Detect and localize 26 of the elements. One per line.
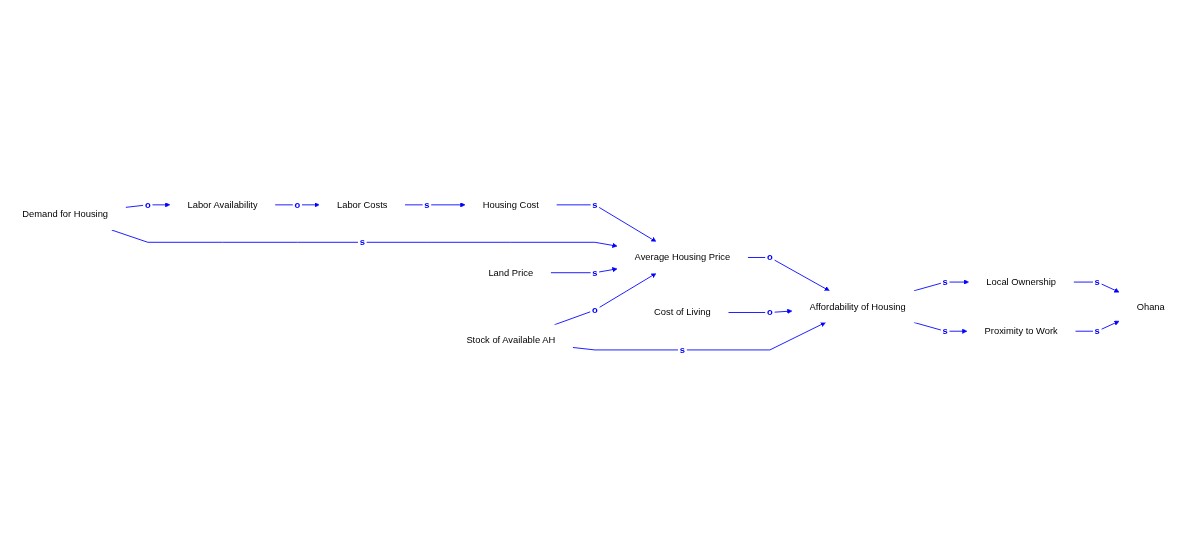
- node-text: Average Housing Price: [634, 252, 731, 263]
- node-text: Ohana: [1136, 301, 1165, 312]
- edge-label: s: [942, 276, 948, 287]
- node-text: Land Price: [488, 267, 534, 278]
- edge-label: s: [1094, 325, 1100, 336]
- node-text: Cost of Living: [654, 307, 711, 318]
- edge-label: o: [592, 304, 598, 315]
- node-text: Demand for Housing: [22, 208, 109, 219]
- node-text: Affordability of Housing: [809, 301, 906, 312]
- node-text: Housing Cost: [482, 199, 539, 210]
- edge-label: s: [942, 325, 948, 336]
- edge-label: s: [592, 267, 598, 278]
- edge-label: s: [424, 199, 430, 210]
- edge-label: s: [1094, 276, 1100, 287]
- edge-label: o: [767, 252, 773, 263]
- edge-label: o: [294, 199, 301, 210]
- node-text: Labor Costs: [337, 199, 388, 210]
- edge-label: s: [592, 199, 598, 210]
- edge-label: o: [144, 199, 151, 210]
- node-text: Local Ownership: [986, 276, 1057, 287]
- node-text: Proximity to Work: [984, 325, 1058, 336]
- node-text: Labor Availability: [187, 199, 258, 210]
- node-text: Stock of Available AH: [466, 335, 556, 346]
- edge-label: s: [679, 344, 685, 355]
- edge-label: o: [767, 307, 773, 318]
- edge-label: s: [359, 237, 365, 247]
